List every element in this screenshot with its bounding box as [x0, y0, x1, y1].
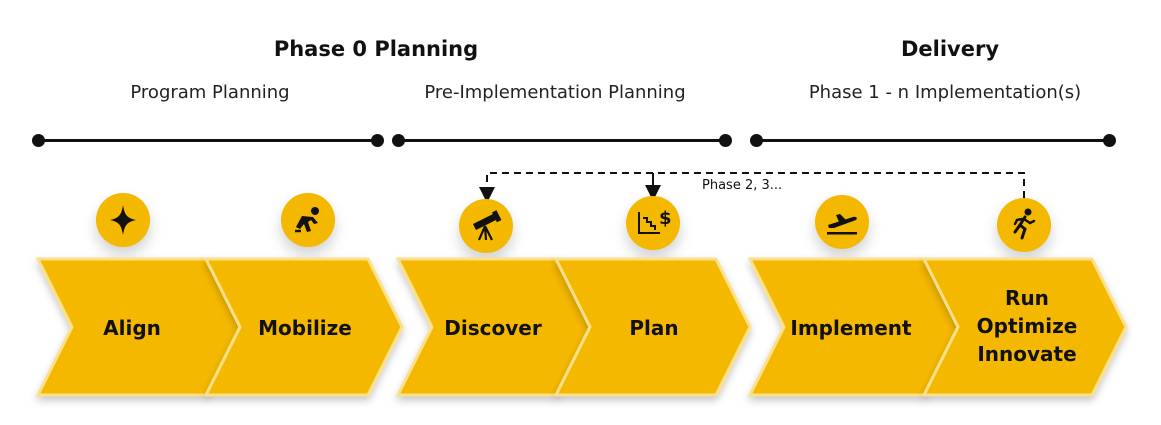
timeline-start-dot: [392, 134, 405, 147]
pre-implementation-label: Pre-Implementation Planning: [424, 82, 686, 103]
stage-label-line: Run: [1005, 286, 1049, 310]
sparkle-icon: [96, 193, 150, 247]
timeline-end-dot: [1103, 134, 1116, 147]
phase0-heading: Phase 0 Planning: [273, 37, 479, 61]
stage-label-run-optimize-innovate: Run Optimize Innovate: [962, 284, 1092, 368]
timeline-end-dot: [371, 134, 384, 147]
timeline-start-dot: [32, 134, 45, 147]
stage-label-mobilize: Mobilize: [258, 316, 352, 340]
stage-label-implement: Implement: [790, 316, 912, 340]
stage-label-line: Innovate: [977, 342, 1077, 366]
airplane-takeoff-icon: [815, 195, 869, 249]
stage-label-plan: Plan: [629, 316, 679, 340]
stage-label-align: Align: [103, 316, 161, 340]
delivery-heading: Delivery: [900, 37, 1000, 61]
timeline-end-dot: [719, 134, 732, 147]
stage-chevron-plan: [553, 257, 752, 397]
telescope-icon: [459, 199, 513, 253]
timeline-delivery: [750, 134, 1116, 147]
timeline-pre-implementation: [392, 134, 732, 147]
phase-loop-label: Phase 2, 3...: [702, 178, 783, 193]
timeline-start-dot: [750, 134, 763, 147]
implementation-label: Phase 1 - n Implementation(s): [808, 82, 1082, 103]
program-planning-label: Program Planning: [130, 82, 290, 103]
cost-plan-icon: $: [626, 196, 680, 250]
running-person-icon: [997, 198, 1051, 252]
stage-chevron-run: [921, 257, 1128, 397]
stage-label-discover: Discover: [444, 316, 542, 340]
timeline-program: [32, 134, 384, 147]
svg-text:$: $: [659, 208, 672, 229]
runner-start-icon: [281, 193, 335, 247]
stage-label-line: Optimize: [976, 314, 1078, 338]
stage-chevron-mobilize: [203, 257, 404, 397]
